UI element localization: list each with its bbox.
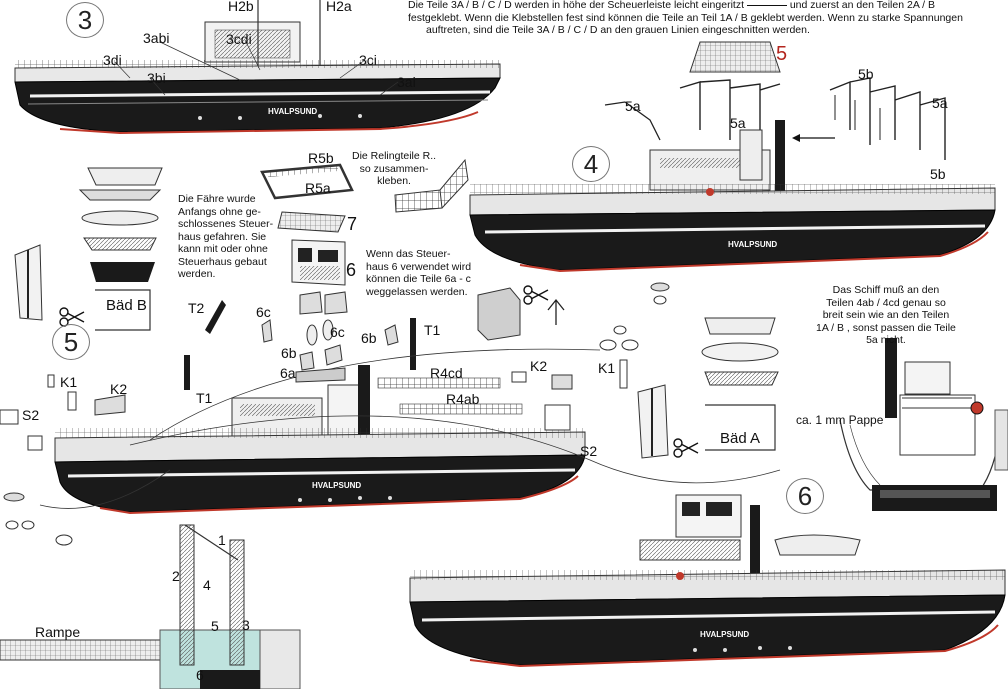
label-k2-right: K2 bbox=[530, 358, 548, 374]
part-6-wheelhouse bbox=[291, 239, 346, 286]
label-ramp-3: 3 bbox=[242, 617, 250, 633]
lifeboat-parts-left bbox=[78, 167, 163, 282]
label-r5a: R5a bbox=[305, 180, 331, 196]
label-ramp-4: 4 bbox=[203, 577, 211, 593]
scissors-icon bbox=[523, 285, 549, 305]
part-t2 bbox=[205, 300, 226, 334]
label-rampe: Rampe bbox=[35, 624, 81, 640]
label-t2: T2 bbox=[188, 300, 205, 316]
label-3cdi: 3cdi bbox=[226, 31, 252, 47]
label-6b-b: 6b bbox=[361, 330, 377, 346]
arrow-icon bbox=[792, 134, 835, 142]
ship-step-5 bbox=[39, 348, 781, 515]
note-steuerhaus: Wenn das Steuer- haus 6 verwendet wird k… bbox=[366, 248, 472, 298]
label-k1-left: K1 bbox=[60, 374, 78, 390]
label-t1-left: T1 bbox=[196, 390, 213, 406]
small-fittings-right bbox=[511, 282, 670, 431]
label-5-red: 5 bbox=[776, 43, 788, 65]
header-note-line-3: auftreten, sind die Teile 3A / B / C / D… bbox=[426, 24, 810, 36]
label-6: 6 bbox=[346, 260, 357, 280]
ship-name-3: HVALPSUND bbox=[268, 107, 318, 116]
part-5-roof bbox=[689, 41, 781, 73]
header-note-line-2: festgeklebt. Wenn die Klebstellen fest s… bbox=[408, 11, 963, 24]
header-note: Die Teile 3A / B / C / D werden in höhe … bbox=[408, 0, 1008, 37]
label-r5b: R5b bbox=[308, 150, 334, 166]
relling-parts bbox=[260, 158, 469, 213]
label-3ci: 3ci bbox=[359, 52, 377, 68]
part-r4-rails bbox=[377, 377, 523, 415]
label-h2b: H2b bbox=[228, 0, 254, 14]
step-6-number: 6 bbox=[786, 478, 824, 514]
label-ramp-6: 6 bbox=[196, 667, 204, 683]
ship-step-3 bbox=[14, 0, 501, 135]
label-ramp-2: 2 bbox=[172, 568, 180, 584]
label-bad-b: Bäd B bbox=[106, 297, 147, 314]
label-3di: 3di bbox=[103, 52, 122, 68]
note-relling: Die Relingteile R.. so zusammen- kleben. bbox=[352, 150, 437, 187]
label-6c-b: 6c bbox=[330, 324, 345, 340]
label-5b-bottom: 5b bbox=[930, 166, 946, 182]
step-3-number: 3 bbox=[66, 2, 104, 38]
label-k2-left: K2 bbox=[110, 381, 128, 397]
hull-cross-section bbox=[839, 338, 1008, 511]
label-r4cd: R4cd bbox=[430, 365, 463, 381]
ship-name-4: HVALPSUND bbox=[728, 240, 778, 249]
label-6b-a: 6b bbox=[281, 345, 297, 361]
step-5-number: 5 bbox=[52, 324, 90, 360]
ship-name-6: HVALPSUND bbox=[700, 630, 750, 639]
header-note-line-1: Die Teile 3A / B / C / D werden in höhe … bbox=[408, 0, 744, 11]
label-pappe: ca. 1 mm Pappe bbox=[796, 413, 884, 427]
note-schiff: Das Schiff muß an den Teilen 4ab / 4cd g… bbox=[816, 284, 956, 346]
label-5a-right: 5a bbox=[932, 95, 948, 111]
small-fittings-left bbox=[0, 374, 126, 546]
label-bad-a: Bäd A bbox=[720, 430, 761, 447]
label-6c-a: 6c bbox=[256, 304, 271, 320]
label-ramp-5: 5 bbox=[211, 618, 219, 634]
label-t1-right: T1 bbox=[424, 322, 441, 338]
step-4-number: 4 bbox=[572, 146, 610, 182]
label-3abi: 3abi bbox=[143, 30, 170, 46]
label-6a: 6a bbox=[280, 365, 296, 381]
label-h2a: H2a bbox=[326, 0, 352, 14]
ship-name-5: HVALPSUND bbox=[312, 481, 362, 490]
label-7: 7 bbox=[347, 214, 358, 234]
label-3bi: 3bi bbox=[147, 70, 166, 86]
label-5a-left: 5a bbox=[625, 98, 641, 114]
davit-parts-right bbox=[637, 384, 669, 459]
part-7-plate bbox=[277, 211, 346, 233]
anchor-block bbox=[477, 287, 565, 341]
blank-line bbox=[746, 4, 787, 6]
davit-parts-left bbox=[14, 244, 151, 331]
label-3ai: 3ai bbox=[397, 74, 416, 90]
ramp-structure bbox=[0, 524, 301, 689]
parts-6a-6c bbox=[261, 291, 399, 383]
note-faehre: Die Fähre wurde Anfangs ohne ge- schloss… bbox=[178, 193, 274, 280]
label-ramp-1: 1 bbox=[218, 532, 226, 548]
label-k1-right: K1 bbox=[598, 360, 616, 376]
label-s2-left: S2 bbox=[22, 407, 40, 423]
label-5b-top: 5b bbox=[858, 66, 874, 82]
lifeboat-parts-right bbox=[701, 317, 779, 451]
part-5b-frames bbox=[679, 77, 946, 160]
part-t1 bbox=[184, 318, 416, 390]
label-s2-right: S2 bbox=[580, 443, 598, 459]
scissors-icon bbox=[673, 438, 699, 458]
header-note-line-1b: und zuerst an den Teilen 2A / B bbox=[789, 0, 936, 11]
ship-step-4 bbox=[469, 101, 996, 273]
label-r4ab: R4ab bbox=[446, 391, 480, 407]
ship-step-6 bbox=[409, 494, 1006, 668]
label-5a-mid: 5a bbox=[730, 115, 746, 131]
